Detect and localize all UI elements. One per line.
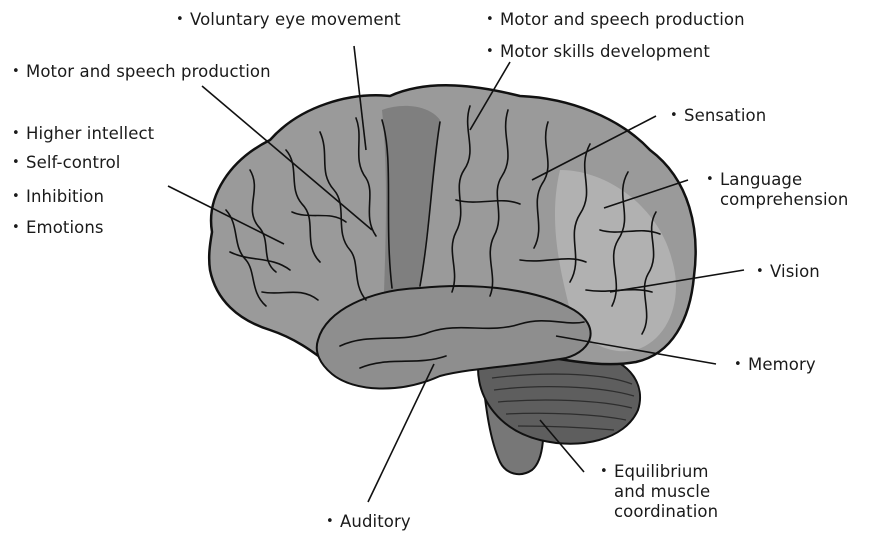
label-auditory: •Auditory [326, 512, 411, 532]
label-text: Memory [748, 355, 816, 374]
bullet: • [486, 42, 500, 62]
label-self-control: •Self-control [12, 153, 120, 173]
label-text: Self-control [26, 153, 120, 172]
label-motor-speech-right: •Motor and speech production [486, 10, 745, 30]
label-text: Motor skills development [500, 42, 710, 61]
label-text: Auditory [340, 512, 411, 531]
label-emotions: •Emotions [12, 218, 104, 238]
label-line: and muscle [614, 482, 718, 502]
bullet: • [486, 10, 500, 30]
label-line: comprehension [720, 190, 848, 210]
label-text: Motor and speech production [26, 62, 271, 81]
label-text: Higher intellect [26, 124, 154, 143]
bullet: • [12, 218, 26, 238]
label-text: Vision [770, 262, 820, 281]
label-inhibition: •Inhibition [12, 187, 104, 207]
label-sensation: •Sensation [670, 106, 766, 126]
label-memory: •Memory [734, 355, 816, 375]
bullet: • [12, 62, 26, 82]
label-line: Equilibrium [614, 462, 718, 482]
label-vision: •Vision [756, 262, 820, 282]
label-text: Voluntary eye movement [190, 10, 401, 29]
label-text: Motor and speech production [500, 10, 745, 29]
bullet: • [734, 355, 748, 375]
label-text: Sensation [684, 106, 766, 125]
bullet: • [670, 106, 684, 126]
bullet: • [326, 512, 340, 532]
label-text: Emotions [26, 218, 104, 237]
bullet: • [12, 153, 26, 173]
label-voluntary-eye-movement: •Voluntary eye movement [176, 10, 401, 30]
bullet: • [756, 262, 770, 282]
label-line: Language [720, 170, 848, 190]
label-text: Inhibition [26, 187, 104, 206]
bullet: • [12, 124, 26, 144]
label-motor-speech-left: •Motor and speech production [12, 62, 271, 82]
bullet: • [176, 10, 190, 30]
bullet: • [600, 462, 614, 482]
label-motor-skills: •Motor skills development [486, 42, 710, 62]
bullet: • [12, 187, 26, 207]
label-higher-intellect: •Higher intellect [12, 124, 154, 144]
label-line: coordination [614, 502, 718, 522]
bullet: • [706, 170, 720, 190]
